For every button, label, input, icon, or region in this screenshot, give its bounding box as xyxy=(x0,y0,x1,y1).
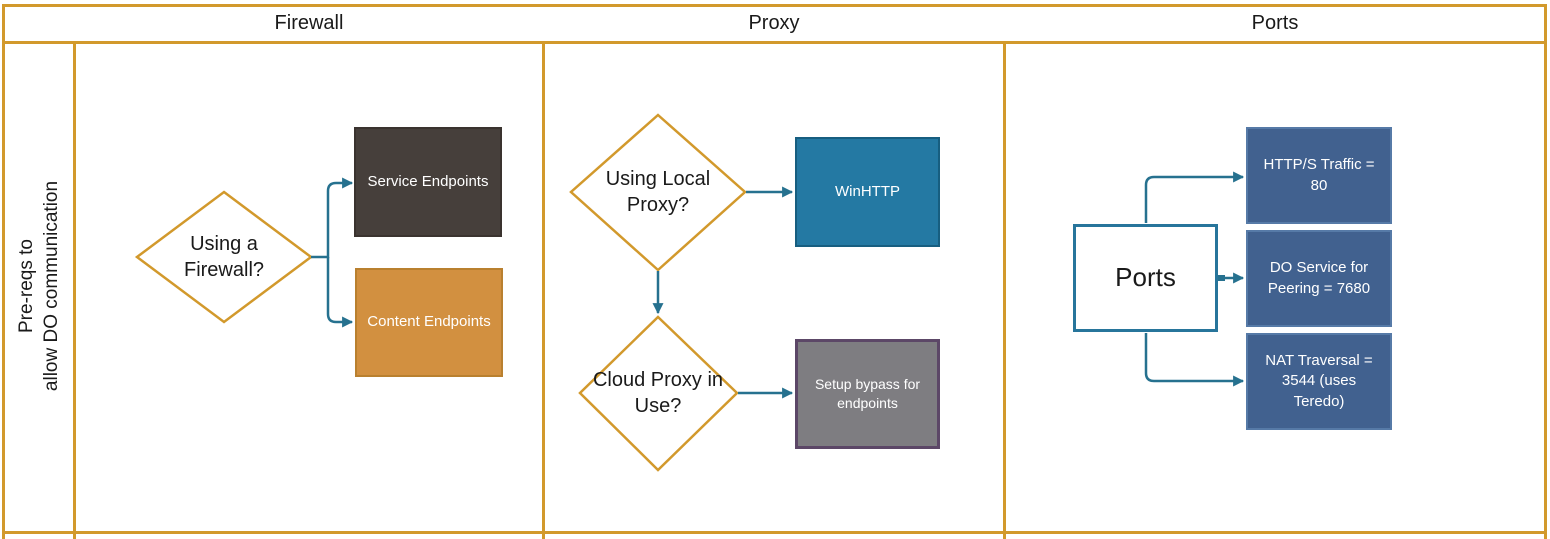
port-nat-box: NAT Traversal = 3544 (uses Teredo) xyxy=(1246,333,1392,430)
grid-line-left xyxy=(2,4,5,539)
grid-line-firewall-proxy-divider xyxy=(542,41,545,539)
decision-using-firewall-label: Using a Firewall? xyxy=(183,233,265,281)
port-do-service-label: DO Service for Peering = 7680 xyxy=(1267,259,1371,297)
grid-line-row-bottom xyxy=(2,531,1547,534)
service-endpoints-box: Service Endpoints xyxy=(354,127,502,237)
grid-line-header-bottom xyxy=(2,41,1547,44)
grid-line-proxy-ports-divider xyxy=(1003,41,1006,539)
lane-header-ports: Ports xyxy=(1251,12,1299,34)
lane-header-proxy: Proxy xyxy=(748,12,800,34)
lane-header-firewall: Firewall xyxy=(274,12,344,34)
row-label-line2: allow DO communication xyxy=(41,180,62,392)
connector-ports-to-http xyxy=(1144,171,1245,223)
decision-using-local-proxy-label: Using Local Proxy? xyxy=(605,168,711,216)
row-label-line1: Pre-reqs to xyxy=(16,239,37,333)
connector-firewall-to-service xyxy=(311,177,354,259)
grid-line-right xyxy=(1544,4,1547,539)
port-http-box: HTTP/S Traffic = 80 xyxy=(1246,127,1392,224)
grid-line-sidebar-divider xyxy=(73,41,76,539)
port-http-label: HTTP/S Traffic = 80 xyxy=(1263,156,1375,194)
decision-cloud-proxy-label: Cloud Proxy in Use? xyxy=(592,369,724,417)
ports-source-label: Ports xyxy=(1115,262,1176,293)
winhttp-label: WinHTTP xyxy=(835,182,900,200)
connector-firewall-to-content xyxy=(326,257,354,328)
setup-bypass-box: Setup bypass for endpoints xyxy=(795,339,940,449)
port-nat-label: NAT Traversal = 3544 (uses Teredo) xyxy=(1265,352,1373,410)
service-endpoints-label: Service Endpoints xyxy=(367,172,489,190)
ports-source-box: Ports xyxy=(1073,224,1218,332)
setup-bypass-label: Setup bypass for endpoints xyxy=(814,376,921,411)
content-endpoints-box: Content Endpoints xyxy=(355,268,503,377)
content-endpoints-label: Content Endpoints xyxy=(367,313,491,331)
winhttp-box: WinHTTP xyxy=(795,137,940,247)
port-do-service-box: DO Service for Peering = 7680 xyxy=(1246,230,1392,327)
grid-line-top xyxy=(2,4,1547,7)
row-label-prereqs: Pre-reqs to allow DO communication xyxy=(3,41,75,531)
connector-ports-to-nat xyxy=(1144,333,1245,387)
